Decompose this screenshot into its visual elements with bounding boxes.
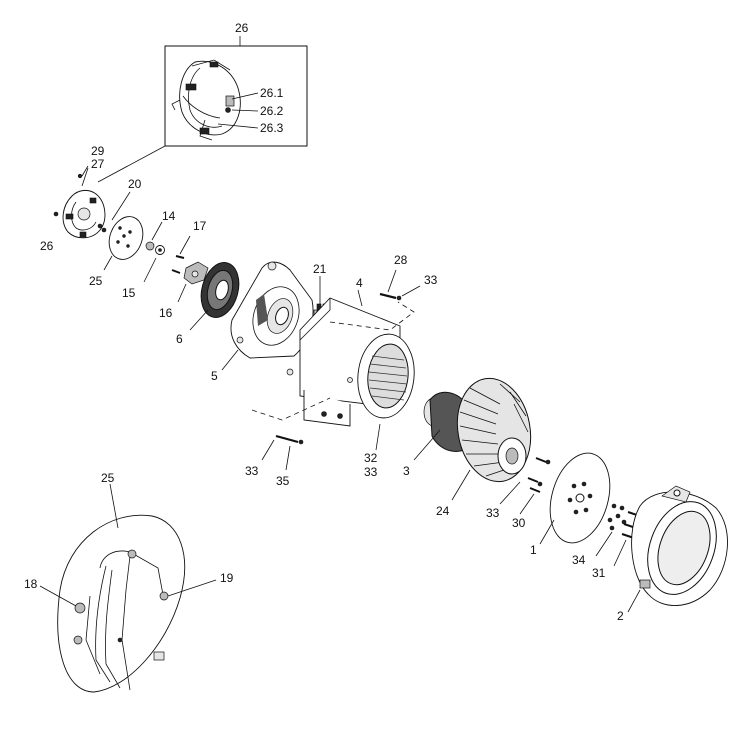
rotor-assembly: [413, 377, 532, 501]
label-26-left: 26: [40, 239, 54, 253]
label-2: 2: [617, 609, 624, 623]
label-29: 29: [91, 144, 105, 158]
label-33-top: 33: [424, 273, 438, 287]
label-5: 5: [211, 369, 218, 383]
label-25-top: 25: [89, 274, 103, 288]
label-31: 31: [592, 566, 606, 580]
alignment-line-bottom: [251, 397, 331, 421]
end-bell: [221, 261, 314, 371]
label-3: 3: [403, 464, 410, 478]
detail-inset-26: [97, 36, 308, 183]
label-28: 28: [394, 253, 408, 267]
label-17: 17: [193, 219, 207, 233]
stator-housing: [286, 289, 415, 451]
alignment-line-top: [329, 301, 415, 331]
label-25-bottom: 25: [101, 471, 115, 485]
label-33-low: 33: [486, 506, 500, 520]
label-18: 18: [24, 577, 38, 591]
label-26-top: 26: [235, 21, 249, 35]
brush-holder-assembly: [53, 165, 107, 239]
label-26-1: 26.1: [260, 86, 284, 100]
housing-bolt-bottom: [261, 434, 304, 471]
brush-holder-assembly-detail: [171, 59, 241, 141]
housing-bolt-top: [379, 269, 421, 301]
end-cover: [39, 483, 217, 693]
label-24: 24: [436, 504, 450, 518]
label-14: 14: [162, 209, 176, 223]
label-20: 20: [128, 177, 142, 191]
label-30: 30: [512, 516, 526, 530]
small-hardware: [143, 221, 209, 303]
spacer-plate: [103, 191, 144, 271]
label-33-left: 33: [245, 464, 259, 478]
label-16: 16: [159, 306, 173, 320]
label-27: 27: [91, 157, 105, 171]
label-4: 4: [356, 276, 363, 290]
label-33-mid: 33: [364, 465, 378, 479]
engine-adapter: [627, 485, 728, 613]
label-32: 32: [364, 451, 378, 465]
label-21: 21: [313, 262, 327, 276]
label-34: 34: [572, 553, 586, 567]
fan-gear: [189, 262, 240, 331]
label-15: 15: [122, 286, 136, 300]
label-6: 6: [176, 332, 183, 346]
flex-plate-screws: [499, 457, 551, 515]
label-19: 19: [220, 571, 234, 585]
label-35: 35: [276, 474, 290, 488]
label-26-2: 26.2: [260, 104, 284, 118]
flex-plate: [539, 452, 611, 545]
label-26-3: 26.3: [260, 121, 284, 135]
label-1: 1: [530, 543, 537, 557]
callout-labels: 26 26.1 26.2 26.3 29 27 20 26 14 25 15 1…: [24, 21, 624, 623]
